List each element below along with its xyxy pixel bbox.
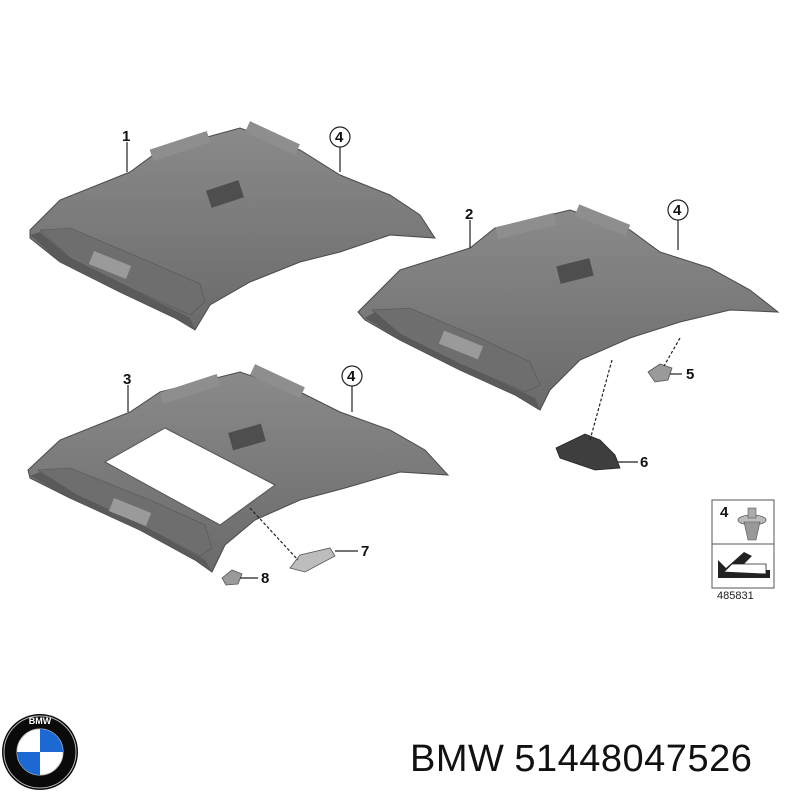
callout-circle-4a bbox=[329, 126, 351, 148]
callout-part-1: 1 bbox=[122, 128, 130, 145]
bmw-logo-icon: BMW bbox=[2, 714, 78, 790]
headliner-part-3 bbox=[27, 364, 450, 573]
logo-letters: BMW bbox=[29, 716, 52, 726]
clip-part-5 bbox=[647, 363, 673, 383]
callout-part-2: 2 bbox=[465, 206, 473, 223]
callout-circle-4b bbox=[667, 199, 689, 221]
reference-code: 485831 bbox=[717, 590, 754, 602]
callout-part-4a: 4 bbox=[335, 129, 344, 146]
callout-part-7: 7 bbox=[361, 543, 369, 560]
legend-callout: 4 bbox=[720, 504, 729, 521]
callout-part-6: 6 bbox=[640, 454, 648, 471]
headliner-part-2 bbox=[357, 204, 780, 411]
leader-lines bbox=[126, 142, 682, 579]
callout-part-4c: 4 bbox=[347, 368, 356, 385]
headliner-part-1 bbox=[29, 121, 436, 331]
part-number: 51448047526 bbox=[514, 738, 753, 780]
legend-box: 4 485831 bbox=[711, 499, 775, 602]
brand-name: BMW bbox=[410, 738, 505, 780]
callout-part-4b: 4 bbox=[673, 202, 682, 219]
callout-part-3: 3 bbox=[123, 371, 131, 388]
callout-part-5: 5 bbox=[686, 366, 694, 383]
callout-circle-4c bbox=[341, 365, 363, 387]
arrow-symbol-icon bbox=[718, 552, 770, 578]
cap-part-8 bbox=[221, 569, 243, 586]
bracket-part-7 bbox=[289, 547, 336, 573]
callout-part-8: 8 bbox=[261, 570, 269, 587]
trim-part-6 bbox=[555, 433, 621, 471]
clip-fastener-icon bbox=[737, 507, 767, 541]
